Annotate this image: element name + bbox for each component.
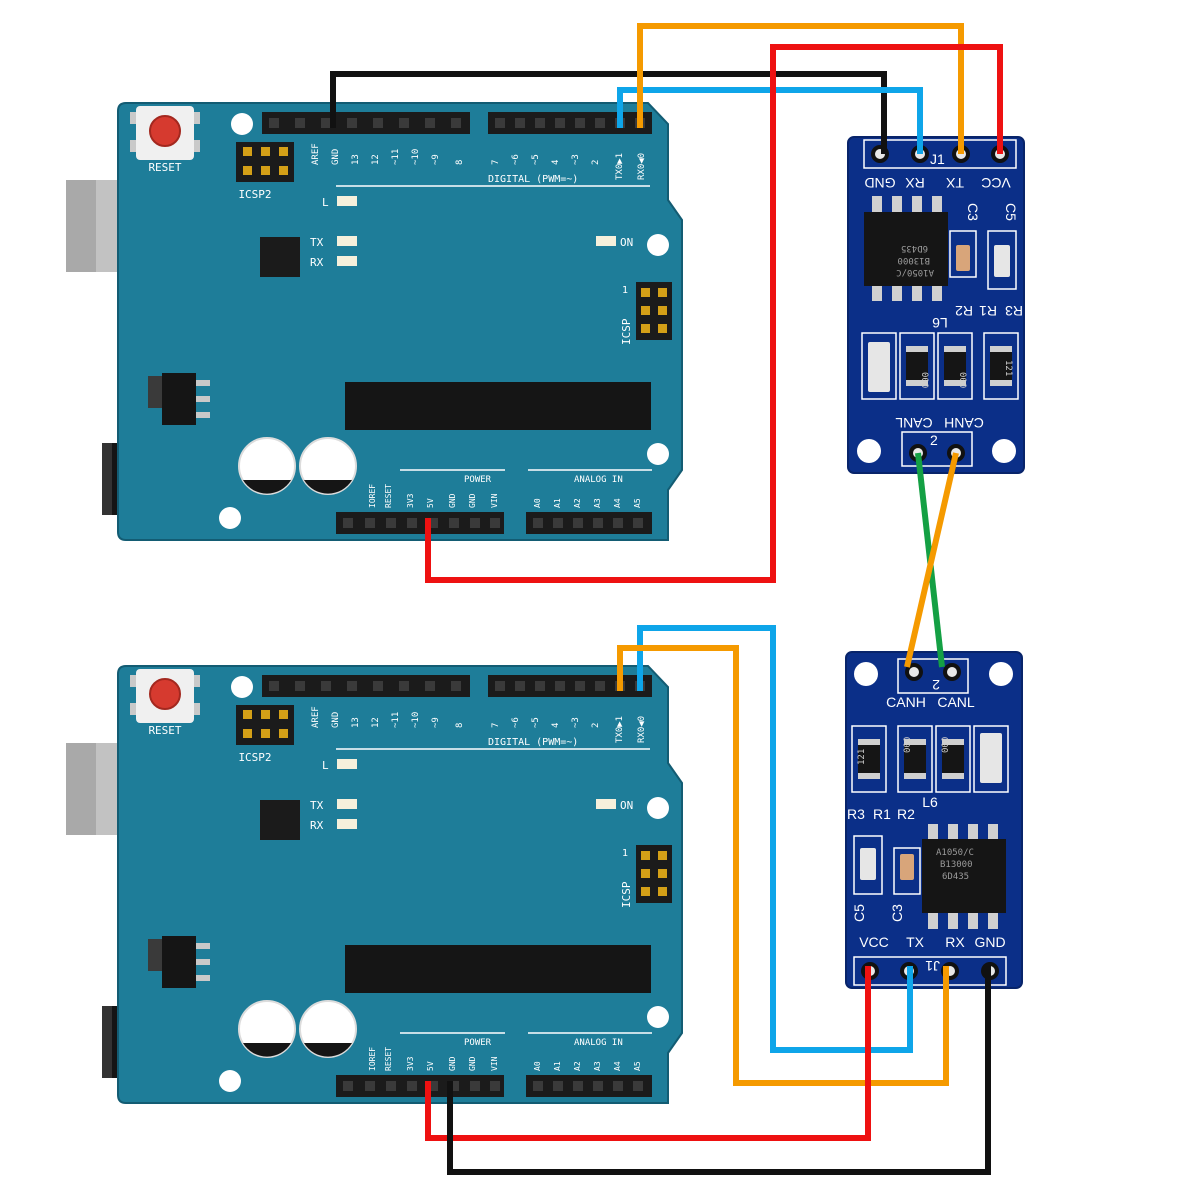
wire-5v-top: [425, 44, 1003, 583]
wire-gnd-bottom: [447, 966, 991, 1175]
wire-rx-to-tx-top: [637, 23, 964, 154]
wire-5v-bottom: [425, 966, 871, 1141]
can-module-bottom: [845, 651, 1023, 989]
can-module-top: [847, 136, 1025, 474]
arduino-board-top: [65, 102, 683, 541]
arduino-board-bottom: [65, 665, 683, 1104]
wire-rx-to-tx-bottom: [637, 625, 913, 1053]
wire-canh-bus: [904, 452, 959, 668]
wire-gnd-top: [330, 71, 887, 154]
wire-tx-to-rx-bottom: [617, 645, 949, 1086]
